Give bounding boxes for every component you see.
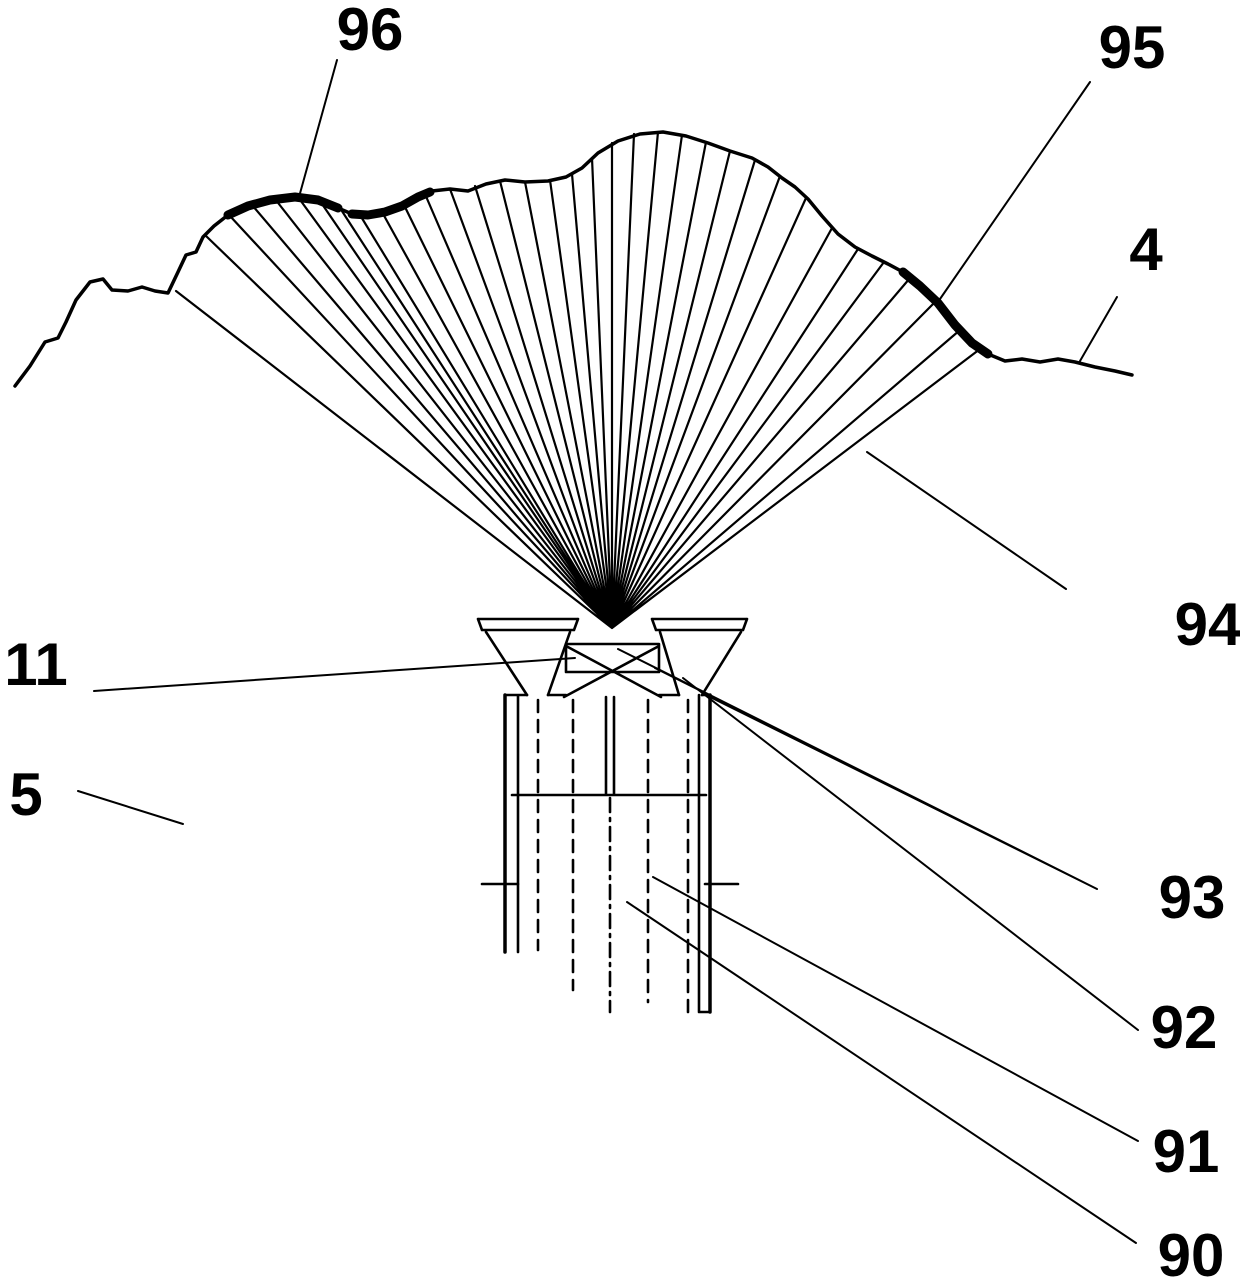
ref-label-95: 95	[1099, 14, 1166, 81]
leader-96	[298, 59, 338, 198]
leader-95	[939, 81, 1091, 300]
scan-beams	[174, 130, 982, 630]
ref-label-4: 4	[1129, 216, 1163, 283]
leader-92	[682, 677, 1139, 1031]
ref-label-90: 90	[1158, 1222, 1225, 1282]
ref-label-5: 5	[9, 761, 42, 828]
terrain-thick-segment-mid	[347, 187, 435, 220]
ref-label-91: 91	[1153, 1118, 1220, 1185]
reference-labels: 96 95 4 94 11 5 93 92 91 90	[4, 0, 1240, 1282]
ref-label-93: 93	[1159, 864, 1226, 931]
ref-label-96: 96	[337, 0, 404, 63]
funnel-right	[650, 617, 749, 697]
leader-93	[617, 648, 1098, 890]
leader-91	[652, 876, 1139, 1142]
ref-label-94: 94	[1175, 591, 1240, 658]
scanner-device	[476, 617, 749, 1014]
terrain-thick-segment-left	[223, 192, 343, 220]
leader-4	[1079, 296, 1118, 362]
funnel-left	[476, 617, 580, 697]
leader-94	[866, 451, 1067, 590]
body-outer-walls	[503, 693, 712, 1014]
terrain-thick-segment-right	[898, 267, 993, 359]
ref-label-11: 11	[4, 631, 67, 698]
body-hidden-lines	[536, 698, 690, 1014]
leader-lines	[77, 59, 1139, 1244]
emitter-block	[562, 642, 663, 699]
leader-11	[93, 657, 576, 692]
body-inner-walls	[503, 693, 712, 1014]
ref-label-92: 92	[1151, 994, 1218, 1061]
scan-beam-fan	[174, 130, 982, 630]
leader-90	[626, 901, 1137, 1244]
leader-5	[77, 790, 184, 825]
